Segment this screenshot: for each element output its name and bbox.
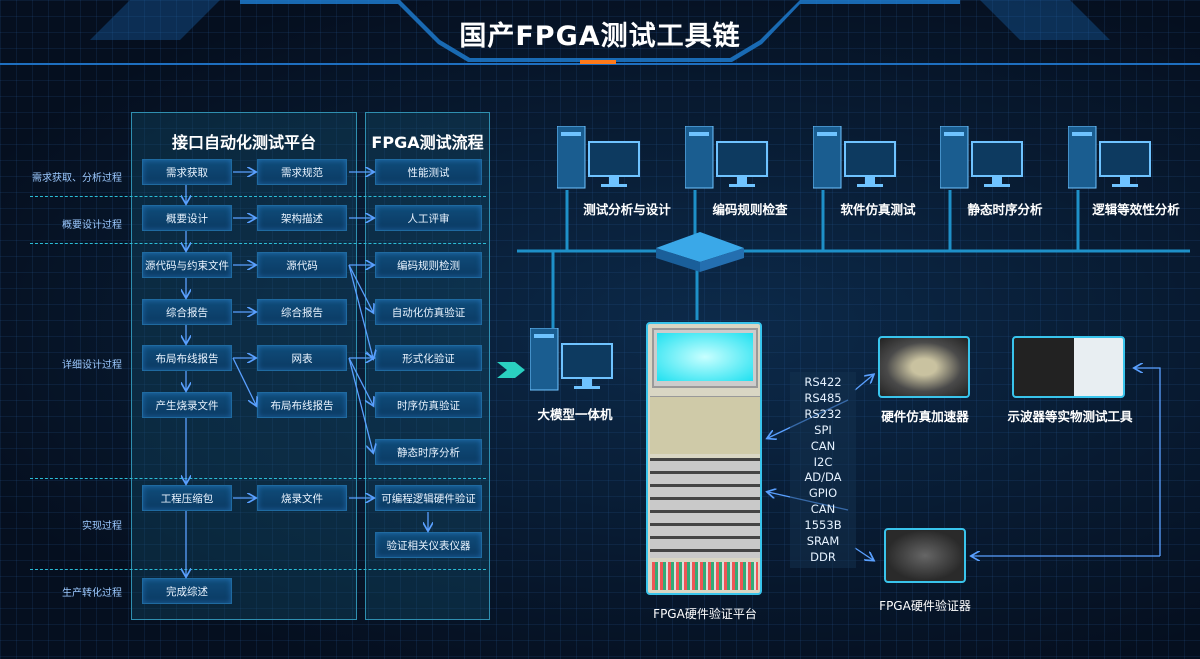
workstation-label: 软件仿真测试 bbox=[840, 202, 916, 217]
fpga-board-label: FPGA硬件验证器 bbox=[879, 599, 971, 613]
flow-box: 形式化验证 bbox=[375, 345, 482, 371]
phase-divider bbox=[30, 243, 486, 244]
protocol-list: RS422 RS485 RS232 SPI CAN I2C AD/DA GPIO… bbox=[790, 372, 856, 568]
accelerator-label: 硬件仿真加速器 bbox=[881, 409, 969, 424]
workstation-icon bbox=[557, 126, 640, 189]
flow-box: 综合报告 bbox=[142, 299, 232, 325]
page-title: 国产FPGA测试工具链 bbox=[459, 21, 741, 52]
oscilloscope-label: 示波器等实物测试工具 bbox=[1007, 409, 1133, 424]
protocol: DDR bbox=[810, 549, 836, 564]
flow-box: 自动化仿真验证 bbox=[375, 299, 482, 325]
phase-divider bbox=[30, 569, 486, 570]
phase-label: 实现过程 bbox=[82, 521, 122, 532]
ai-machine-label: 大模型一体机 bbox=[537, 407, 613, 422]
phase-divider bbox=[30, 196, 486, 197]
phase-label: 生产转化过程 bbox=[62, 588, 122, 599]
protocol: CAN bbox=[810, 502, 836, 517]
workstation-label: 静态时序分析 bbox=[967, 202, 1043, 217]
protocol: RS422 bbox=[804, 375, 842, 389]
workstation-label: 编码规则检查 bbox=[712, 202, 788, 217]
flow-box: 产生烧录文件 bbox=[142, 392, 232, 418]
protocol: AD/DA bbox=[804, 470, 842, 485]
protocol: RS232 bbox=[804, 406, 842, 421]
ai-machine-icon bbox=[530, 328, 613, 391]
workstation-label: 逻辑等效性分析 bbox=[1092, 202, 1180, 217]
flow-box: 性能测试 bbox=[375, 159, 482, 185]
panel-title: FPGA测试流程 bbox=[371, 133, 484, 152]
flow-box: 源代码与约束文件 bbox=[142, 252, 232, 278]
flow-box: 人工评审 bbox=[375, 205, 482, 231]
flow-box: 网表 bbox=[257, 345, 347, 371]
flow-box: 编码规则检测 bbox=[375, 252, 482, 278]
phase-label: 需求获取、分析过程 bbox=[32, 173, 122, 184]
protocol: 1553B bbox=[804, 518, 842, 533]
flow-box: 完成综述 bbox=[142, 578, 232, 604]
protocol: SRAM bbox=[806, 534, 840, 549]
flow-box: 工程压缩包 bbox=[142, 485, 232, 511]
workstation-icon bbox=[1068, 126, 1151, 189]
protocol: CAN bbox=[810, 438, 836, 453]
oscilloscope-image bbox=[1012, 336, 1125, 398]
phase-label: 详细设计过程 bbox=[62, 360, 122, 371]
flow-box: 烧录文件 bbox=[257, 485, 347, 511]
fpga-board-image bbox=[884, 528, 966, 583]
hardware-accelerator-image bbox=[878, 336, 970, 398]
flow-box: 布局布线报告 bbox=[257, 392, 347, 418]
workstation-icon bbox=[940, 126, 1023, 189]
rack-label: FPGA硬件验证平台 bbox=[653, 607, 757, 621]
flow-box: 需求规范 bbox=[257, 159, 347, 185]
flow-box: 概要设计 bbox=[142, 205, 232, 231]
protocol: SPI bbox=[814, 422, 832, 437]
flow-box: 布局布线报告 bbox=[142, 345, 232, 371]
flow-box: 验证相关仪表仪器 bbox=[375, 532, 482, 558]
fpga-verification-rack-image bbox=[646, 322, 762, 595]
protocol: GPIO bbox=[808, 486, 838, 501]
flow-box: 架构描述 bbox=[257, 205, 347, 231]
flow-box: 需求获取 bbox=[142, 159, 232, 185]
phase-divider bbox=[30, 478, 486, 479]
panel-title: 接口自动化测试平台 bbox=[171, 133, 316, 152]
flow-box: 可编程逻辑硬件验证 bbox=[375, 485, 482, 511]
protocol: I2C bbox=[813, 454, 833, 469]
workstation-label: 测试分析与设计 bbox=[583, 202, 671, 217]
flow-box: 综合报告 bbox=[257, 299, 347, 325]
flow-box: 时序仿真验证 bbox=[375, 392, 482, 418]
flow-box: 源代码 bbox=[257, 252, 347, 278]
flow-box: 静态时序分析 bbox=[375, 439, 482, 465]
title-banner bbox=[0, 0, 1200, 65]
workstation-icon bbox=[813, 126, 896, 189]
workstation-icon bbox=[685, 126, 768, 189]
protocol: RS485 bbox=[804, 390, 842, 405]
phase-label: 概要设计过程 bbox=[62, 220, 122, 231]
